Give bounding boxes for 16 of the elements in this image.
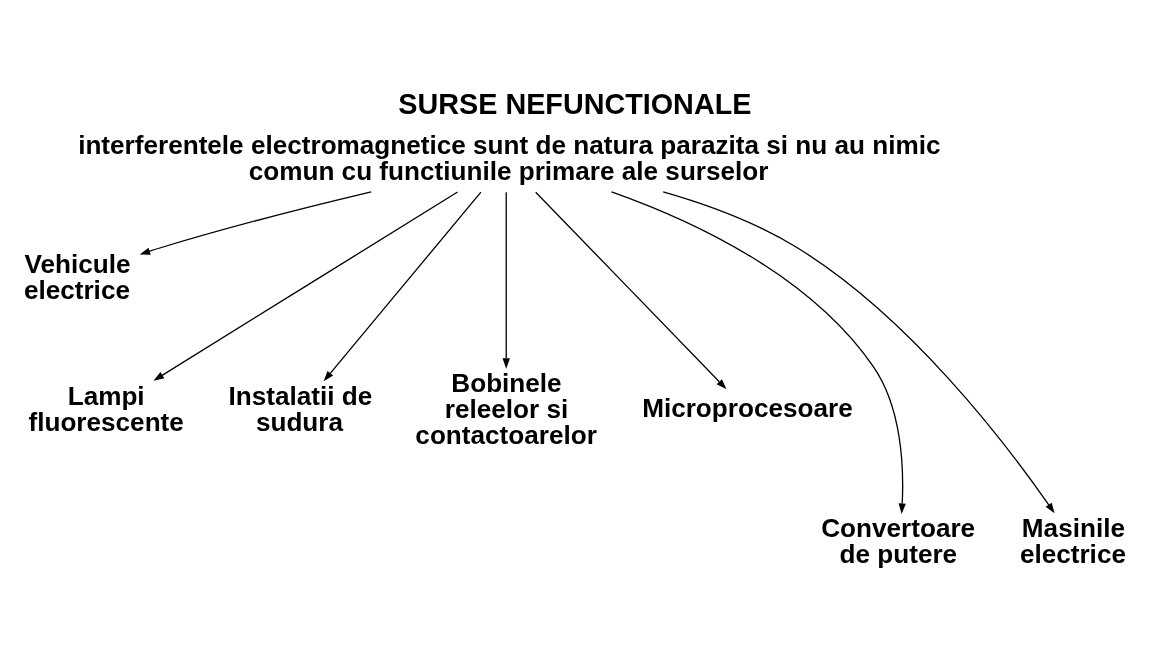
node-text: Convertoare de putere [821,512,976,569]
arrow [323,191,482,381]
node-text: interferentele electromagnetice sunt de natura parazita si nu au nimic comun cu functiunile primare ale surselor [78,129,941,186]
arrow [535,191,727,389]
node-text: Lampi fluorescente [28,380,184,437]
node-text: Vehicule electrice [23,248,131,305]
arrow [610,190,906,514]
arrow [662,190,1055,513]
node-text: Microprocesoare [642,392,853,423]
arrow [139,190,372,255]
arrow [153,190,459,381]
node-text: Bobinele releelor si contactoarelor [415,367,597,450]
node-text: Masinile electrice [1019,512,1126,569]
arrow [502,191,510,369]
diagram-title: SURSE NEFUNCTIONALE [398,87,752,120]
node-text: Instalatii de sudura [228,380,373,437]
